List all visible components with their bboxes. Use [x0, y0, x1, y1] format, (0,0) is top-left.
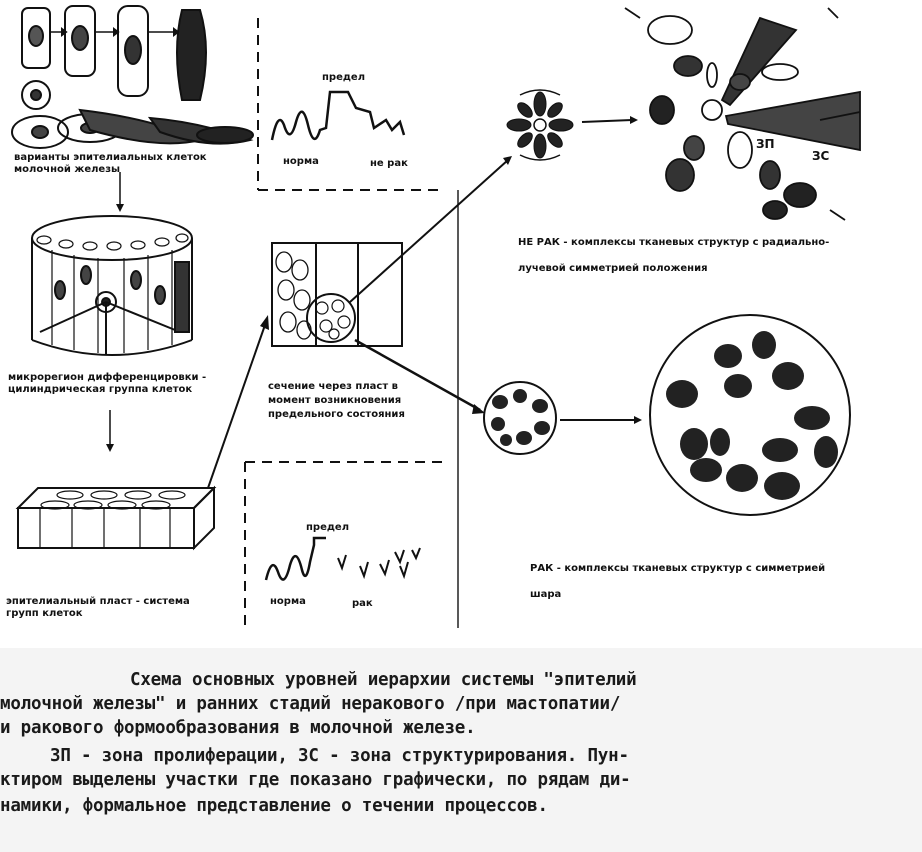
caption-line-2: молочной железы" и ранних стадий нераков…: [0, 694, 621, 714]
sphere-complex-small: [483, 381, 557, 455]
caption-line-1: Схема основных уровней иерархии системы …: [130, 670, 637, 690]
graph-not-cancer: [270, 90, 406, 141]
radial-complex-small: [506, 89, 574, 161]
layer-section: [271, 242, 403, 347]
graph-cancer: [264, 536, 421, 581]
label-epithelial-layer: эпителиальный пласт - система групп клет…: [6, 596, 190, 619]
caption-paper: [0, 648, 922, 852]
dashed-panels: [244, 18, 448, 628]
sphere-complex-large: [649, 314, 851, 516]
label-section: сечение через пласт в момент возникновен…: [268, 381, 405, 420]
zone-zs-label: ЗС: [812, 149, 830, 163]
caption-line-5: ктиром выделены участки где показано гра…: [0, 770, 631, 790]
graph-top-norm-label: норма: [283, 156, 319, 167]
graph-bottom-cancer-label: рак: [352, 598, 373, 609]
arrow-to-not-cancer: [349, 159, 509, 303]
label-microregion: микрорегион дифференцировки - цилиндриче…: [8, 372, 207, 395]
cancer-description: РАК - комплексы тканевых структур с симм…: [530, 563, 826, 600]
zone-zp-label: ЗП: [756, 137, 775, 151]
caption-line-3: и ракового формообразования в молочной ж…: [0, 718, 476, 738]
graph-top-notcancer-label: не рак: [370, 158, 408, 169]
not-cancer-description: НЕ РАК - комплексы тканевых структур с р…: [518, 237, 830, 274]
cell-variants-icon: [11, 5, 254, 149]
microregion-cylinder: [31, 215, 193, 356]
graph-top-limit-label: предел: [322, 72, 366, 83]
radial-complex-large: [624, 7, 861, 221]
epithelial-layer: [15, 485, 217, 551]
graph-bottom-limit-label: предел: [306, 522, 350, 533]
arrow-to-cancer: [354, 338, 481, 412]
caption-line-4: ЗП - зона пролиферации, ЗС - зона структ…: [50, 746, 629, 766]
caption-line-6: намики, формальное представление о течен…: [0, 796, 548, 816]
label-epithelial-variants: варианты эпителиальных клеток молочной ж…: [14, 152, 207, 175]
graph-bottom-norm-label: норма: [270, 596, 306, 607]
